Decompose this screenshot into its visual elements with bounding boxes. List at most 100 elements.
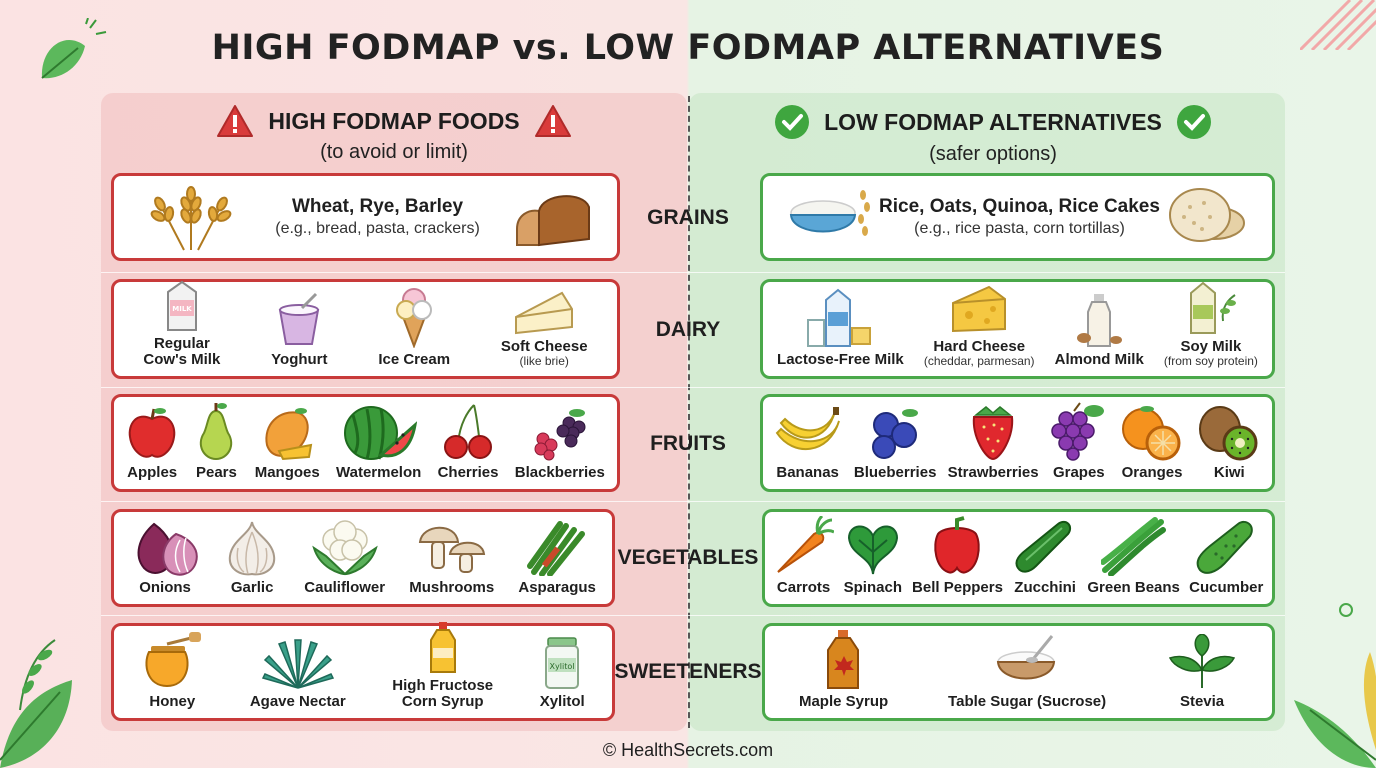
almond-milk-item: Almond Milk (1055, 292, 1144, 368)
check-icon (1176, 105, 1211, 139)
syrup-bottle-icon (429, 622, 456, 673)
category-vegetables: VEGETABLES (617, 546, 759, 569)
item-label: Kiwi (1213, 464, 1245, 481)
kiwi-icon (1199, 406, 1258, 461)
item-label: Oranges (1121, 464, 1183, 481)
item-label: Green Beans (1087, 579, 1180, 596)
page-title: HIGH FODMAP vs. LOW FODMAP ALTERNATIVES (211, 28, 1165, 68)
item-label: Strawberries (947, 464, 1039, 481)
fruit-item: Oranges (1119, 403, 1185, 481)
row-separator (101, 501, 1285, 502)
fruit-item: Kiwi (1196, 403, 1262, 481)
low-sweeteners-card: Maple Syrup Table Sugar (Sucrose) Stevia (762, 623, 1275, 721)
item-label: Cherries (437, 464, 499, 481)
milk-carton-label: MILK (172, 305, 192, 313)
fruit-item: Blueberries (853, 403, 937, 481)
ice-cream-icon (396, 288, 433, 348)
category-grains: GRAINS (647, 206, 729, 229)
cucumber-icon (1196, 520, 1253, 574)
high-grains-title: Wheat, Rye, Barley (291, 196, 464, 217)
item-label: Cauliflower (304, 579, 386, 596)
row-separator (101, 615, 1285, 616)
item-label: Stevia (1179, 693, 1225, 710)
item-label: Grapes (1052, 464, 1105, 481)
center-divider (688, 96, 690, 728)
low-grains-card: Rice, Oats, Quinoa, Rice Cakes (e.g., ri… (760, 173, 1275, 261)
rice-bowl-icon (789, 190, 870, 236)
honey-jar-icon (145, 632, 202, 688)
item-label: Cucumber (1189, 579, 1264, 596)
high-fruits-card: Apples Pears Mangoes Watermelon Cherries… (111, 394, 620, 492)
sweetener-item: Honey (141, 630, 203, 710)
item-label: Blackberries (514, 464, 605, 481)
garlic-icon (229, 521, 276, 576)
yoghurt-item: Yoghurt (271, 292, 328, 368)
low-grains-title: Rice, Oats, Quinoa, Rice Cakes (879, 196, 1160, 217)
mushrooms-icon (418, 526, 485, 573)
grapes-icon (1051, 402, 1104, 461)
zucchini-icon (1015, 520, 1072, 573)
item-label: Soy Milk (1180, 338, 1242, 355)
warning-icon (217, 105, 254, 137)
vegetable-item: Onions (130, 518, 200, 596)
item-label: Carrots (776, 579, 831, 596)
sweetener-item: Xylitol Xylitol (540, 636, 585, 710)
high-dairy-card: MILK Regular Cow's Milk Yoghurt Ice Crea… (111, 279, 620, 379)
row-separator (101, 272, 1285, 273)
fruit-item: Blackberries (515, 403, 605, 481)
high-sweeteners-card: Honey Agave Nectar High Fructose Corn Sy… (111, 622, 615, 721)
xylitol-jar-label: Xylitol (550, 662, 575, 671)
apple-icon (128, 408, 176, 458)
plant-decoration-right (1294, 652, 1376, 768)
item-label: Mushrooms (409, 579, 495, 596)
agave-icon (261, 639, 334, 689)
low-fruits-card: Bananas Blueberries Strawberries Grapes … (760, 394, 1275, 492)
circle-decoration (1339, 603, 1353, 617)
category-fruits: FRUITS (650, 432, 726, 455)
blackberries-icon (534, 409, 586, 461)
category-dairy: DAIRY (655, 318, 721, 341)
fruit-item: Apples (126, 405, 178, 481)
almond-milk-icon (1077, 294, 1123, 347)
mango-icon (265, 408, 313, 461)
item-label: Watermelon (336, 464, 422, 481)
maple-syrup-icon (826, 630, 859, 689)
item-note: (from soy protein) (1163, 354, 1258, 368)
item-label: Honey (149, 693, 196, 710)
item-label: Apples (127, 464, 178, 481)
row-separator (101, 387, 1285, 388)
item-label: Yoghurt (271, 351, 328, 368)
vegetable-item: Garlic (224, 518, 280, 596)
brie-icon (515, 291, 574, 335)
vegetable-item: Carrots (774, 516, 834, 596)
rice-cakes-icon (1168, 188, 1245, 242)
item-note: (like brie) (519, 354, 569, 368)
sweetener-item: Table Sugar (Sucrose) (948, 632, 1106, 710)
item-label: Mangoes (254, 464, 320, 481)
item-label: Soft Cheese (500, 338, 588, 355)
sugar-bowl-icon (996, 635, 1056, 680)
hard-cheese-item: Hard Cheese (cheddar, parmesan) (924, 283, 1035, 368)
low-fodmap-header: LOW FODMAP ALTERNATIVES (safer options) (700, 104, 1286, 166)
category-sweeteners: SWEETENERS (614, 660, 762, 683)
pear-icon (200, 403, 233, 461)
soft-cheese-item: Soft Cheese (like brie) (501, 287, 588, 368)
item-label: Ice Cream (378, 351, 451, 368)
sweetener-item: Stevia (1166, 634, 1238, 710)
carrot-icon (776, 516, 834, 573)
asparagus-icon (527, 521, 586, 576)
item-label: Pears (195, 464, 237, 481)
check-icon (775, 105, 810, 139)
high-fodmap-heading: HIGH FODMAP FOODS (268, 107, 520, 134)
milk-carton-icon: MILK (166, 280, 197, 331)
item-label: High Fructose (392, 677, 494, 694)
item-label: Asparagus (518, 579, 596, 596)
high-fodmap-subheading: (to avoid or limit) (320, 141, 468, 163)
warning-icon (534, 105, 571, 137)
vegetable-item: Mushrooms (409, 518, 494, 596)
item-label: Blueberries (853, 464, 937, 481)
low-fodmap-heading: LOW FODMAP ALTERNATIVES (824, 108, 1162, 135)
fruit-item: Watermelon (336, 405, 421, 481)
green-beans-icon (1100, 517, 1166, 576)
item-label: Maple Syrup (798, 693, 889, 710)
